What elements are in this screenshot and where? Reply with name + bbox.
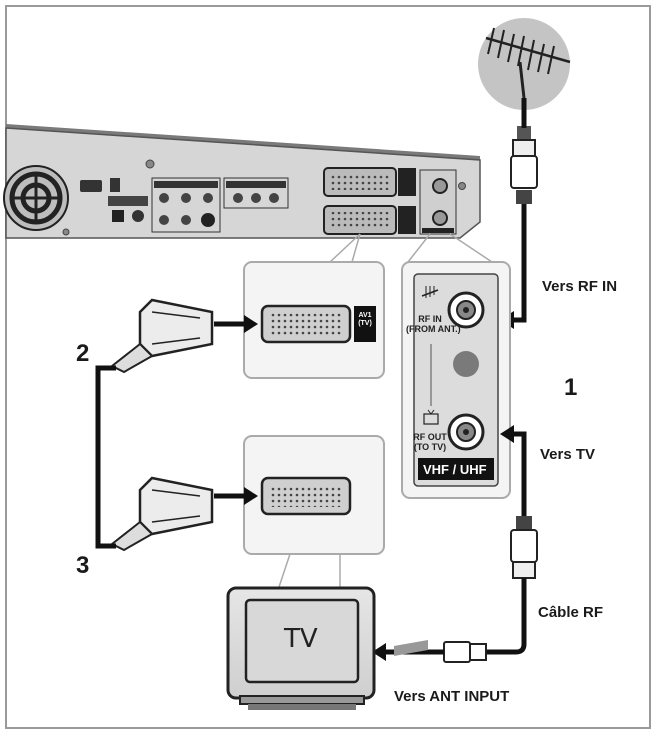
antenna bbox=[478, 18, 571, 110]
cable-rf-label: Câble RF bbox=[538, 604, 604, 621]
tv-rf-cable bbox=[372, 425, 538, 663]
step-1-label: 1 bbox=[564, 374, 578, 401]
outer-frame bbox=[5, 5, 651, 729]
av1-callout bbox=[243, 261, 385, 379]
tv-screen-label: TV bbox=[284, 624, 318, 654]
vers-rf-in-label: Vers RF IN bbox=[542, 278, 618, 295]
av1-tv-label: AV1 (TV) bbox=[358, 312, 372, 327]
rf-out-port-label: RF OUT (TO TV) bbox=[413, 432, 447, 452]
vers-tv-label: Vers TV bbox=[540, 446, 596, 463]
step-3-label: 3 bbox=[76, 552, 90, 579]
rf-in-port-label: RF IN (FROM ANT.) bbox=[406, 314, 461, 334]
recorder-device bbox=[3, 124, 481, 239]
scart-cable bbox=[95, 298, 258, 552]
vhf-uhf-label: VHF / UHF bbox=[423, 462, 487, 477]
step-2-label: 2 bbox=[76, 340, 90, 367]
rf-callout-panel bbox=[401, 261, 511, 499]
vers-ant-input-label: Vers ANT INPUT bbox=[394, 688, 510, 705]
tv-scart-callout bbox=[243, 435, 385, 591]
antenna-cable bbox=[500, 98, 538, 329]
tv-set bbox=[226, 586, 376, 710]
fan-grille bbox=[3, 165, 69, 231]
